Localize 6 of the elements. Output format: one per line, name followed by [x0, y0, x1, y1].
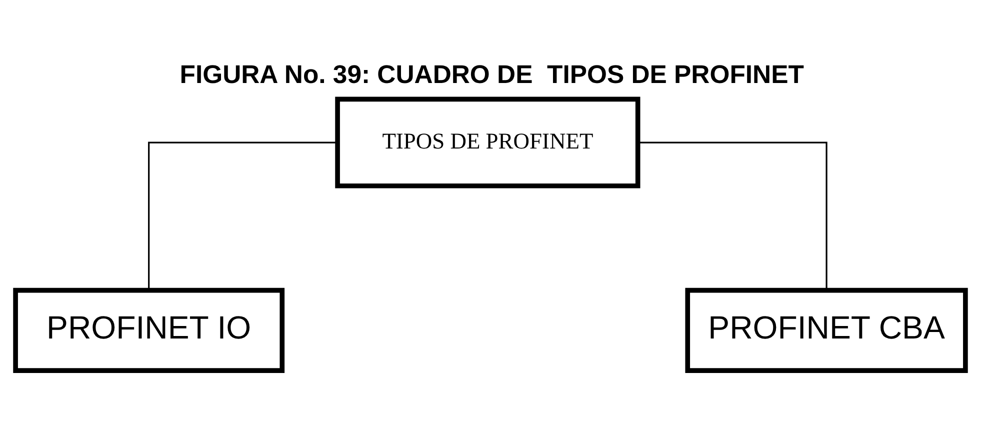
node-box: PROFINET IO: [13, 287, 285, 372]
diagram-title: FIGURA No. 39: CUADRO DE TIPOS DE PROFINET: [180, 60, 804, 88]
connector: [148, 141, 338, 290]
connector: [638, 141, 828, 290]
node-box: PROFINET CBA: [685, 287, 968, 372]
node-box: TIPOS DE PROFINET: [335, 96, 640, 188]
